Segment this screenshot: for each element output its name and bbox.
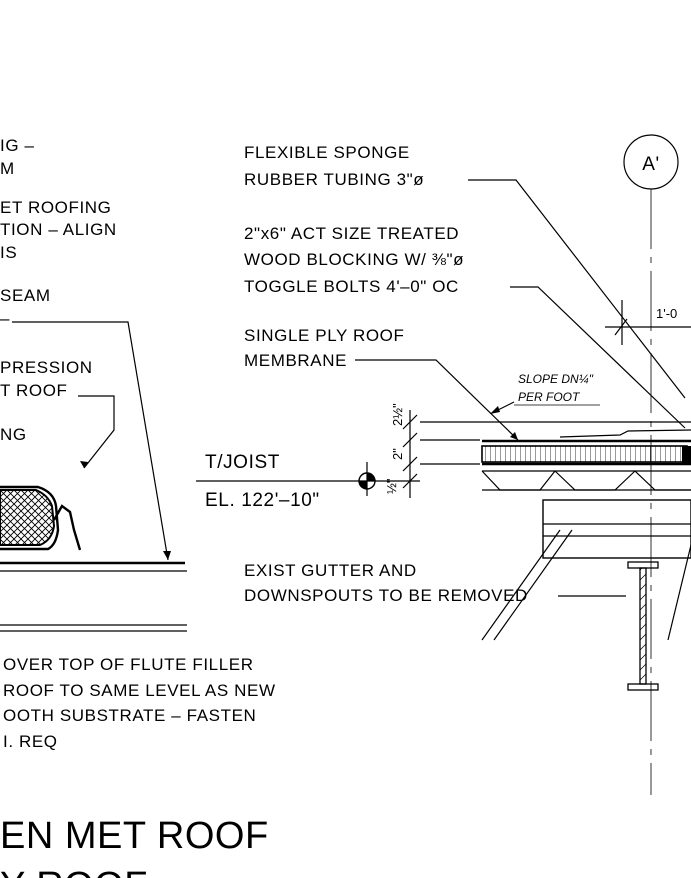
dimension-string: 2½" 2" ½" [384,403,418,498]
tick-4 [402,473,418,489]
left-leaders [12,321,171,561]
left-note-2-line-2: TION – ALIGN [0,220,117,239]
slope-annotation: SLOPE DN¼" PER FOOT [490,372,600,414]
title-line-1: EN MET ROOF [0,815,269,857]
grid-bubble-label: A' [642,154,660,175]
left-note-5-line-1: NG [0,425,27,444]
tick-3 [402,456,418,472]
dimension-top: 2½" [390,403,405,426]
elevation-marker: T/JOIST EL. 122'–10" [196,452,420,511]
right-dimension-text: 1'-0 [656,306,677,321]
left-note-3-line-2: – [0,309,10,328]
deck-flutes [481,470,691,491]
membrane-note-line-1: SINGLE PLY ROOF [244,326,404,345]
right-dimension: 1'-0 [605,300,691,345]
blocking-leader [510,286,686,429]
wood-blocking [481,445,688,463]
seam-leader [12,321,169,561]
tick-2 [402,432,418,448]
left-seam-detail [0,485,187,632]
gutter-beam [542,499,691,559]
left-notes: IG – M ET ROOFING TION – ALIGN IS SEAM –… [0,136,117,444]
elevation-target-q3 [359,481,367,489]
gutter-note-line-2: DOWNSPOUTS TO BE REMOVED [244,586,528,605]
elevation-target-q1 [367,473,375,481]
left-note-4-line-2: T ROOF [0,381,68,400]
title-line-2: Y ROOF [0,865,148,878]
grid-bubble: A' [623,134,679,795]
beam-bottom-flange [627,683,659,691]
blocking-note-line-1: 2"x6" ACT SIZE TREATED [244,224,459,243]
tubing-note-line-2: RUBBER TUBING 3"ø [244,170,424,189]
elevation-value: EL. 122'–10" [205,490,320,511]
right-notes: FLEXIBLE SPONGE RUBBER TUBING 3"ø 2"x6" … [244,143,528,605]
membrane-note-line-2: MEMBRANE [244,351,347,370]
seam-clip [52,504,82,551]
flute-filler-hatch [0,489,56,546]
beam-top-flange [627,561,659,569]
bottom-note-line-1: OVER TOP OF FLUTE FILLER [3,655,254,674]
left-note-1-line-2: M [0,159,15,178]
steel-beam [627,561,659,691]
tubing-leader [468,179,686,399]
membrane-arrowhead [510,432,518,440]
detail-titles: EN MET ROOF Y ROOF [0,815,269,878]
slope-arrowhead [490,406,500,414]
bottom-note: OVER TOP OF FLUTE FILLER ROOF TO SAME LE… [3,655,276,751]
bottom-note-line-2: ROOF TO SAME LEVEL AS NEW [3,681,276,700]
tubing-note-line-1: FLEXIBLE SPONGE [244,143,410,162]
blocking-note-line-2: WOOD BLOCKING W/ ⅜"ø [244,250,464,269]
gutter-note-line-1: EXIST GUTTER AND [244,561,417,580]
dimension-mid: 2" [390,448,405,460]
slope-line-1: SLOPE DN¼" [518,372,594,386]
panel-seam-outline [0,485,60,551]
compression-arrowhead [80,461,88,468]
slope-line-2: PER FOOT [518,390,581,404]
left-note-2-line-3: IS [0,243,17,262]
diag-1 [481,529,561,641]
seam-arrowhead [163,551,171,560]
roof-section [420,421,691,559]
edge-nailer [682,446,691,464]
membrane-leader [355,359,519,441]
beam-web [639,567,647,685]
compression-leader [78,395,115,469]
bottom-note-line-3: OOTH SUBSTRATE – FASTEN [3,706,256,725]
left-note-4-line-1: PRESSION [0,358,93,377]
left-note-2-line-1: ET ROOFING [0,198,111,217]
left-note-3-line-1: SEAM [0,286,51,305]
blocking-note-line-3: TOGGLE BOLTS 4'–0" OC [244,277,459,296]
diag-2 [493,529,573,641]
right-dimension-tick [614,318,628,336]
dimension-bottom: ½" [384,478,399,494]
bottom-note-line-4: I. REQ [3,732,58,751]
diag-3 [667,544,691,641]
elevation-label: T/JOIST [205,452,280,473]
diagonal-lines [481,529,691,641]
left-note-1-line-1: IG – [0,136,35,155]
membrane-lap [559,429,691,438]
tick-1 [402,414,418,430]
